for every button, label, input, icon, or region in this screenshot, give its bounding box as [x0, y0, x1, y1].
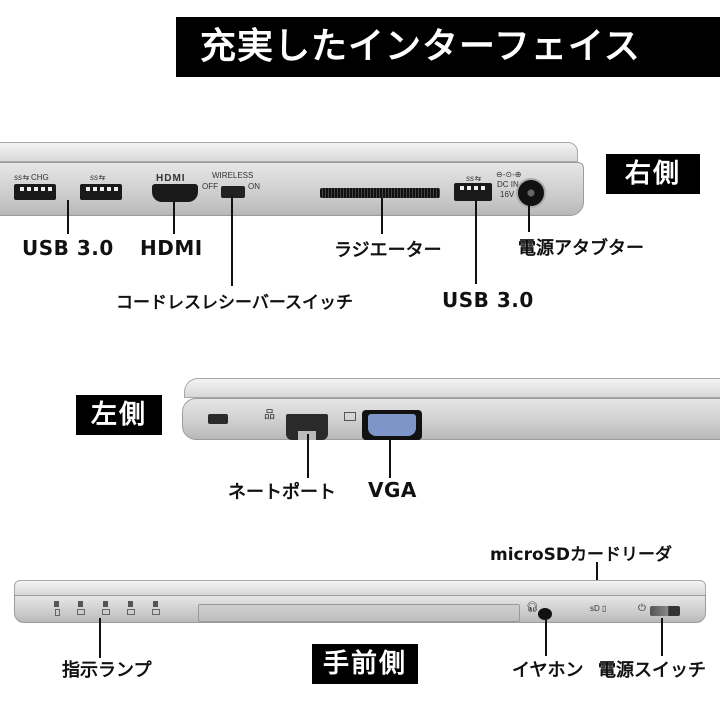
hdmi-marking: HDMI	[156, 173, 186, 184]
indicator-led	[54, 601, 59, 607]
chg-marking: CHG	[30, 173, 49, 182]
wireless-led-icon	[152, 609, 160, 615]
caps-lock-icon	[77, 609, 85, 615]
indicator-led	[153, 601, 158, 607]
drive-icon	[127, 609, 135, 615]
network-icon: 品	[264, 409, 275, 421]
security-lock-slot	[208, 414, 228, 424]
front-side-tag: 手前側	[312, 644, 418, 684]
microsd-icon: sD ▯	[590, 604, 607, 613]
leader-line	[661, 618, 663, 656]
vga-port	[362, 410, 422, 440]
power-switch-label: 電源スイッチ	[598, 660, 706, 681]
leader-line	[307, 434, 309, 478]
indicator-lamp-label: 指示ランプ	[62, 660, 152, 681]
num-lock-icon	[102, 609, 110, 615]
dcin-marking: DC IN	[497, 180, 519, 189]
indicator-led	[103, 601, 108, 607]
indicator-led	[128, 601, 133, 607]
left-side-view: 品	[180, 376, 720, 446]
wireless-marking: WIRELESS	[212, 171, 254, 180]
radiator-label: ラジエーター	[334, 240, 442, 261]
front-panel-recess	[198, 604, 520, 622]
vga-label: VGA	[368, 478, 417, 502]
wireless-switch-label: コードレスレシーバースイッチ	[116, 293, 353, 313]
usb-port-1	[14, 184, 56, 200]
leader-line	[381, 198, 383, 234]
usb-ss-icon: ss⇆	[14, 173, 29, 182]
power-led-icon	[55, 609, 60, 616]
radiator-vent	[320, 188, 440, 198]
dc-in-jack	[516, 178, 546, 208]
leader-line	[475, 200, 477, 284]
usb-ss-icon: ss⇆	[466, 174, 481, 183]
earphone-label: イヤホン	[512, 660, 584, 681]
usb-left-label: USB 3.0	[22, 236, 114, 260]
front-side-view: 🎧︎ sD ▯ ⏻	[10, 578, 720, 638]
usb-port-3	[454, 183, 492, 201]
right-side-tag: 右側	[606, 154, 700, 194]
network-port-label: ネートポート	[228, 482, 336, 503]
headphone-icon: 🎧︎	[526, 602, 539, 613]
usb-ss-icon: ss⇆	[90, 173, 105, 182]
power-switch[interactable]	[650, 606, 680, 616]
leader-line	[67, 200, 69, 234]
laptop-base	[182, 398, 720, 440]
leader-line	[231, 196, 233, 286]
power-icon: ⏻	[638, 603, 646, 614]
leader-line	[545, 620, 547, 656]
usb-port-2	[80, 184, 122, 200]
left-side-tag: 左側	[76, 395, 162, 435]
dc-polarity-icon: ⊖-⊙-⊕	[496, 170, 522, 179]
on-marking: ON	[248, 182, 260, 191]
voltage-marking: 16V	[500, 190, 515, 199]
laptop-lid	[0, 142, 578, 162]
laptop-lid	[14, 580, 706, 596]
microsd-label: microSDカードリーダ	[490, 545, 673, 565]
hdmi-port	[152, 184, 198, 202]
leader-line	[99, 618, 101, 658]
wireless-switch[interactable]	[221, 186, 245, 198]
hdmi-label: HDMI	[140, 236, 203, 260]
page-title: 充実したインターフェイス	[176, 17, 720, 77]
off-marking: OFF	[202, 182, 218, 191]
leader-line	[389, 438, 391, 478]
leader-line	[528, 202, 530, 232]
laptop-lid	[184, 378, 720, 398]
right-side-view: ss⇆ CHG ss⇆ HDMI WIRELESS OFF ON ss⇆ ⊖-⊙…	[0, 140, 590, 220]
leader-line	[173, 202, 175, 234]
usb-right-label: USB 3.0	[442, 288, 534, 312]
display-icon	[344, 412, 356, 421]
indicator-led	[78, 601, 83, 607]
power-adapter-label: 電源アタブター	[518, 238, 644, 259]
earphone-jack	[538, 608, 552, 620]
